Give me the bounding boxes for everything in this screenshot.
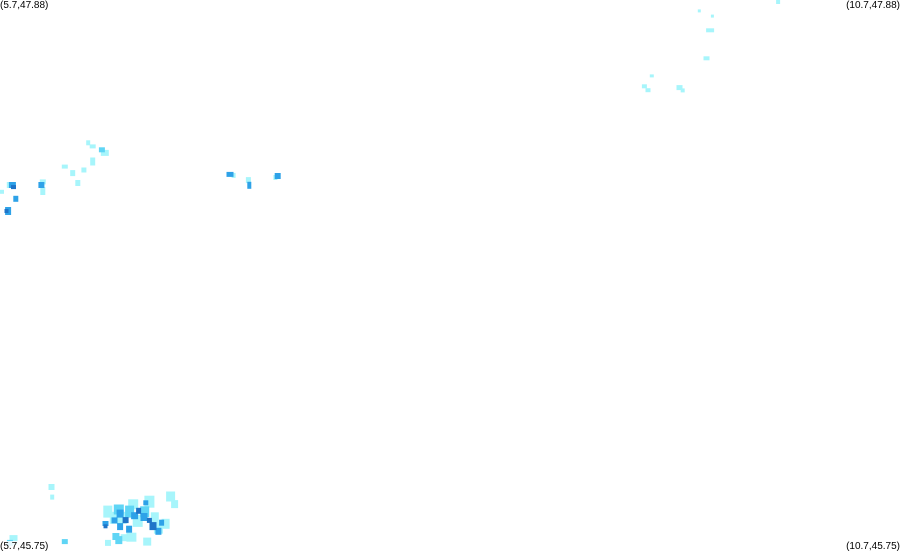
precip-cell-heavy: [149, 522, 157, 531]
precip-cell-light: [680, 88, 685, 93]
precip-cell-light: [75, 180, 81, 186]
precip-cell-light: [81, 167, 87, 173]
corner-coordinate-top-left: (5.7,47.88): [0, 0, 49, 11]
precip-cell-strong: [155, 527, 162, 535]
precip-cell-heavy: [103, 524, 108, 529]
precip-cell-light: [9, 535, 18, 546]
corner-coordinate-bottom-left: (5.7,45.75): [0, 541, 49, 552]
precip-cell-heavy: [4, 209, 9, 213]
precip-cell-light: [132, 514, 143, 527]
precip-cell-strong: [116, 509, 124, 518]
corner-coordinate-bottom-right: (10.7,45.75): [846, 541, 900, 552]
precip-cell-light: [120, 534, 128, 542]
precip-cell-strong: [126, 525, 133, 533]
precip-cell-medium: [112, 533, 120, 540]
precip-cell-strong: [159, 519, 165, 526]
precip-cell-strong: [140, 513, 148, 521]
precip-cell-light: [144, 495, 155, 508]
precip-cell-light: [103, 505, 113, 518]
precip-cell-heavy: [122, 517, 129, 524]
precip-cell-light: [645, 88, 651, 93]
precip-cell-light: [166, 491, 176, 502]
precip-cell-heavy: [146, 517, 152, 523]
precip-cell-light: [143, 537, 152, 546]
precip-cell-heavy: [11, 185, 16, 190]
precip-cell-light: [89, 144, 96, 149]
precip-cell-strong: [143, 500, 149, 506]
precip-cell-light: [128, 499, 139, 510]
precip-cell-light: [39, 179, 46, 185]
precip-cell-light: [710, 14, 714, 18]
precip-cell-light: [161, 518, 170, 529]
precip-cell-light: [231, 172, 236, 178]
precip-cell-light: [105, 539, 111, 546]
precip-cell-medium: [98, 147, 105, 153]
precip-cell-light: [48, 484, 55, 490]
precip-cell-light: [676, 85, 683, 91]
precip-cell-light: [50, 494, 55, 500]
precip-cell-light: [70, 170, 76, 177]
precip-cell-light: [90, 157, 96, 166]
precip-cell-light: [706, 28, 715, 33]
precip-cell-strong: [111, 517, 118, 524]
precip-cell-medium: [113, 504, 124, 515]
precip-cell-medium: [125, 505, 135, 518]
precip-cell-light: [126, 532, 137, 542]
precip-cell-medium: [115, 536, 123, 545]
precip-cell-strong: [117, 523, 124, 531]
precip-cell-light: [641, 84, 647, 89]
precip-cell-light: [776, 0, 781, 4]
precip-cell-light: [703, 56, 710, 61]
precipitation-layer: [0, 0, 781, 546]
precip-cell-strong: [13, 195, 19, 202]
precip-cell-strong: [8, 182, 16, 188]
precip-cell-light: [100, 149, 109, 156]
precip-cell-heavy: [136, 507, 142, 514]
precip-cell-strong: [102, 521, 109, 526]
precip-cell-light: [61, 164, 68, 169]
precip-cell-light: [117, 511, 127, 524]
precip-cell-light: [86, 140, 91, 146]
precip-cell-strong: [38, 182, 45, 188]
precip-cell-strong: [226, 171, 234, 177]
precip-cell-light: [649, 74, 654, 78]
precip-cell-light: [697, 9, 701, 13]
precip-cell-strong: [131, 512, 139, 520]
precip-cell-strong: [247, 181, 252, 189]
precip-cell-medium: [140, 506, 150, 518]
precip-cell-light: [0, 189, 4, 194]
precip-cell-light: [150, 512, 159, 525]
precip-cell-light: [245, 177, 251, 184]
corner-coordinate-top-right: (10.7,47.88): [846, 0, 900, 11]
precip-cell-light: [171, 500, 179, 509]
precip-cell-light: [40, 187, 46, 195]
precip-cell-strong: [274, 173, 281, 179]
precip-cell-medium: [61, 539, 68, 545]
